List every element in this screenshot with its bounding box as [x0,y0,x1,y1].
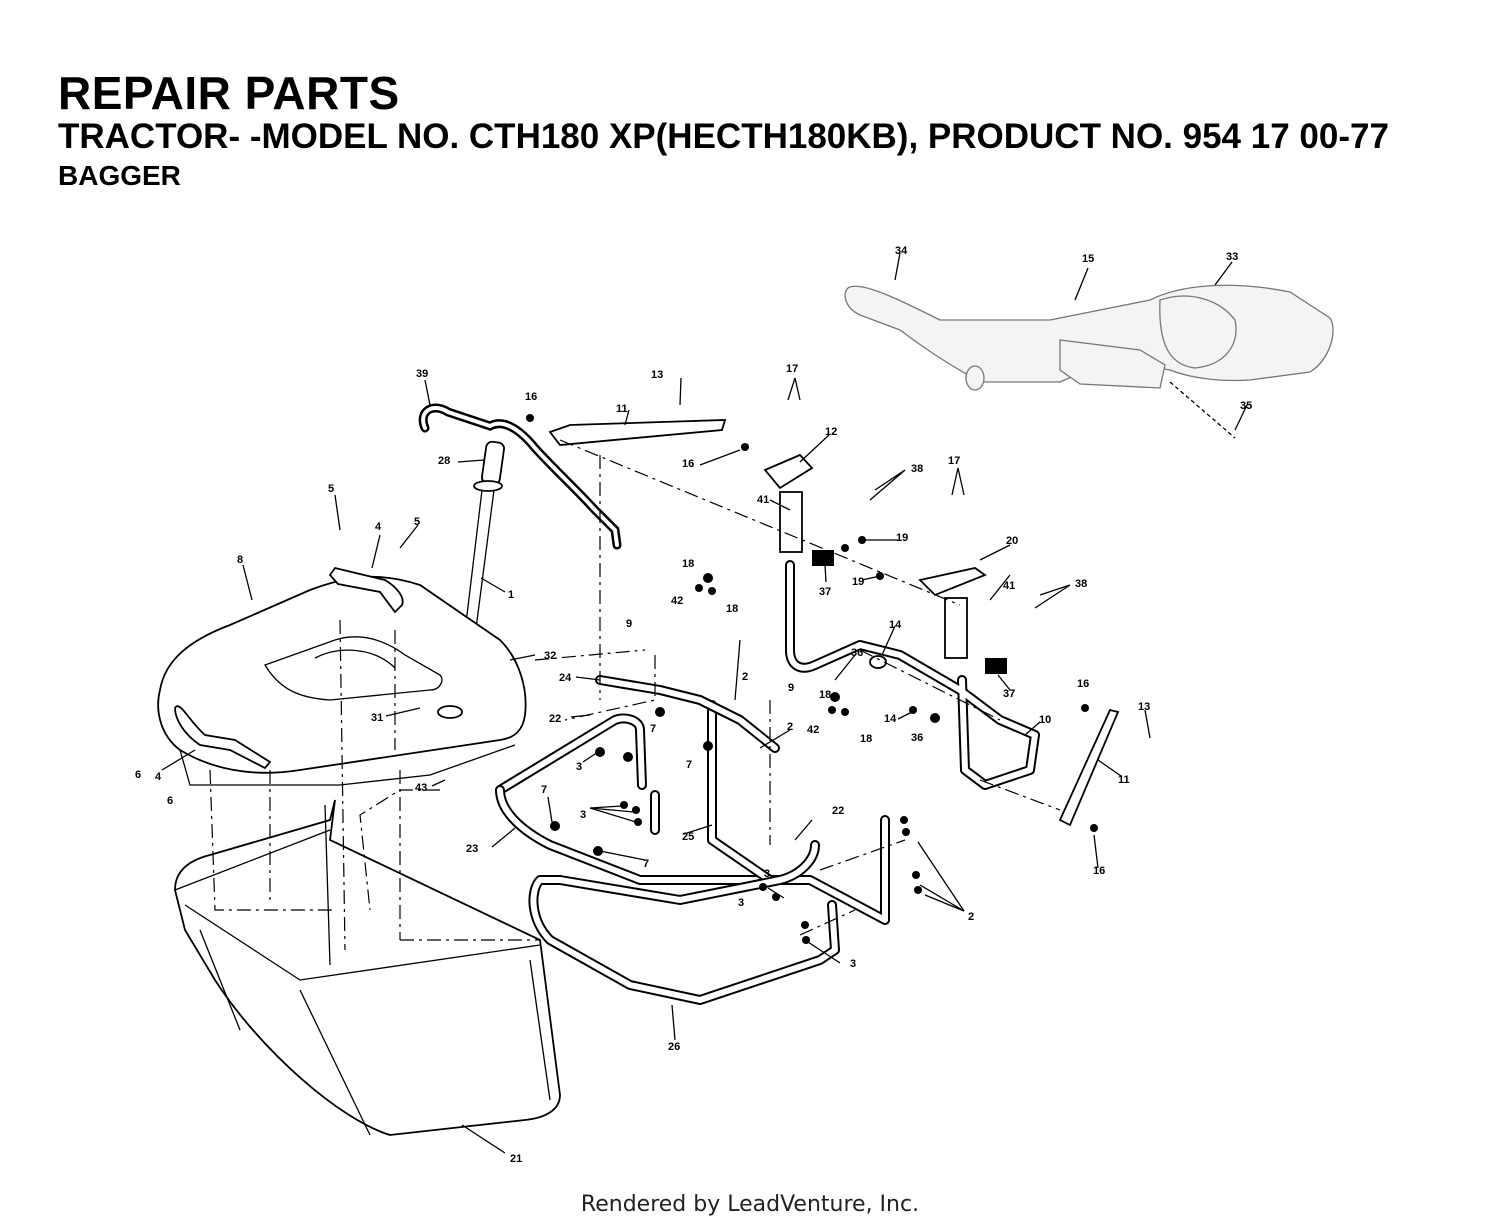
callout-12: 12 [825,426,837,438]
callout-37: 37 [819,586,831,598]
callout-35: 35 [1240,400,1252,412]
callout-1: 1 [508,589,514,601]
callout-14: 14 [889,619,902,631]
callout-9: 9 [788,682,794,694]
callout-22: 22 [549,713,561,725]
grass-bag [174,799,561,1136]
leader-lines [161,252,1248,1154]
callout-7: 7 [541,784,547,796]
callout-37: 37 [1003,688,1015,700]
callout-19: 19 [852,576,864,588]
callout-11: 11 [1118,774,1130,786]
callout-3: 3 [850,958,856,970]
cap-37a [812,550,834,566]
callout-8: 8 [237,554,243,566]
callout-2: 2 [787,721,793,733]
callout-36: 36 [851,647,863,659]
cap-37b [985,658,1007,674]
callout-18: 18 [682,558,694,570]
callout-13: 13 [1138,701,1150,713]
model-line: TRACTOR- -MODEL NO. CTH180 XP(HECTH180KB… [58,117,1389,156]
callout-38: 38 [1075,578,1087,590]
callout-24: 24 [559,672,572,684]
callout-6: 6 [167,795,173,807]
callout-22: 22 [832,805,844,817]
callout-labels: 1 2 2 2 3 3 3 3 3 4 4 5 5 6 6 7 7 7 7 8 … [135,245,1252,1165]
strap-11-top [548,419,727,446]
callout-23: 23 [466,843,478,855]
bag-lid [157,575,527,786]
callout-16: 16 [525,391,537,403]
callout-42: 42 [671,595,683,607]
callout-14: 14 [884,713,897,725]
callout-19: 19 [896,532,908,544]
footer-credit: Rendered by LeadVenture, Inc. [580,1192,920,1217]
page-title: REPAIR PARTS [58,67,400,119]
callout-32: 32 [544,650,556,662]
callout-16: 16 [1093,865,1105,877]
callout-26: 26 [668,1041,680,1053]
callout-33: 33 [1226,251,1238,263]
callout-17: 17 [786,363,798,375]
side-bracket-4 [174,705,272,770]
callout-5: 5 [414,516,420,528]
callout-11: 11 [616,403,628,415]
callout-7: 7 [643,858,649,870]
callout-2: 2 [968,911,974,923]
callout-25: 25 [682,831,694,843]
callout-41: 41 [757,494,769,506]
callout-39: 39 [416,368,428,380]
callout-17: 17 [948,455,960,467]
grip-28 [481,440,505,486]
callout-21: 21 [510,1153,522,1165]
callout-13: 13 [651,369,663,381]
callout-16: 16 [1077,678,1089,690]
callout-38: 38 [911,463,923,475]
callout-16: 16 [682,458,694,470]
section-title: BAGGER [58,160,181,191]
callout-3: 3 [764,868,770,880]
callout-18: 18 [819,689,831,701]
construction-lines [209,439,1061,951]
callout-3: 3 [576,761,582,773]
callout-36: 36 [911,732,923,744]
handle-39-highlight [421,406,619,547]
callout-15: 15 [1082,253,1094,265]
hardware [526,414,1098,944]
callout-41: 41 [1003,580,1015,592]
callout-3: 3 [580,809,586,821]
callout-18: 18 [726,603,738,615]
callout-5: 5 [328,483,334,495]
callout-7: 7 [686,759,692,771]
callout-43: 43 [415,782,427,794]
callout-7: 7 [650,723,656,735]
callout-4: 4 [155,771,162,783]
callout-28: 28 [438,455,450,467]
callout-3: 3 [738,897,744,909]
callout-42: 42 [807,724,819,736]
callout-31: 31 [371,712,383,724]
bag-frames [495,675,890,1005]
mount-brackets [763,453,1040,790]
callout-6: 6 [135,769,141,781]
callout-20: 20 [1006,535,1018,547]
callout-2: 2 [742,671,748,683]
callout-10: 10 [1039,714,1051,726]
strap-11-right [1058,708,1120,827]
callout-9: 9 [626,618,632,630]
tractor-hitch-assembly [844,267,1334,439]
callout-34: 34 [895,245,908,257]
lid-handle-4 [328,566,404,614]
callout-18: 18 [860,733,872,745]
callout-4: 4 [375,521,382,533]
